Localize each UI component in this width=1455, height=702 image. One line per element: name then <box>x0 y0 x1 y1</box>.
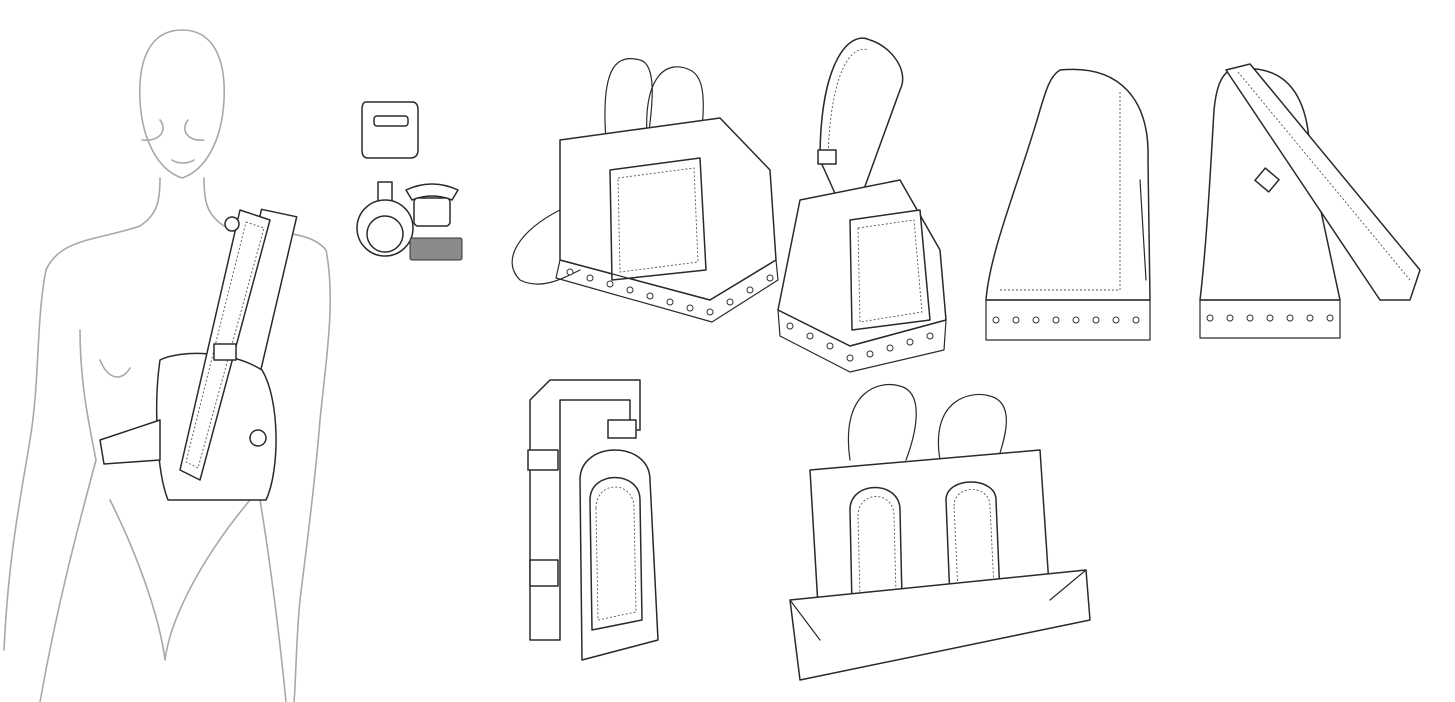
buckle-icon <box>361 101 419 159</box>
sling-backpack-strap-view <box>1199 63 1421 339</box>
bowling-bag <box>511 58 779 323</box>
hardware-components <box>356 101 463 261</box>
chest-sling-bag <box>527 379 659 661</box>
sling-bag-worn <box>99 208 298 501</box>
braille-plate-icon <box>409 237 463 261</box>
studs <box>566 268 1334 362</box>
sling-backpack-side <box>985 68 1151 341</box>
tall-shoulder-bag <box>777 37 947 373</box>
duffel-bag <box>789 383 1091 681</box>
